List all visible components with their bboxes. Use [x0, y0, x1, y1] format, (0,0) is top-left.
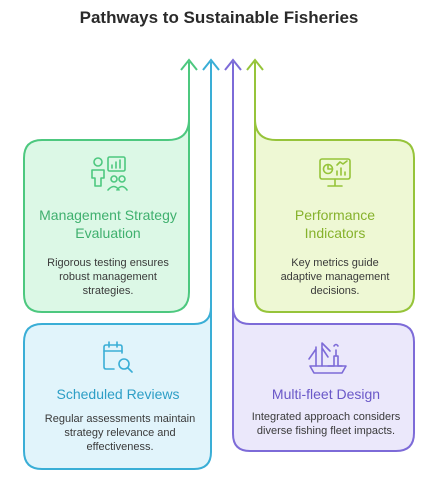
- card-shape-scheduled-reviews: [23, 62, 212, 470]
- calendar-search-icon: [103, 341, 133, 373]
- card-shape-management-strategy-evaluation: [23, 68, 190, 313]
- arrow-performance-indicators: [246, 58, 264, 120]
- arrow-scheduled-reviews: [202, 58, 220, 310]
- fishing-fleet-icon: [308, 342, 347, 374]
- card-title-multi-fleet-design: Multi-fleet Design: [271, 386, 381, 402]
- card-title-management-strategy-evaluation: Management Strategy Evaluation: [39, 207, 177, 241]
- arrow-multi-fleet-design: [224, 58, 242, 310]
- arrow-management-strategy-evaluation: [180, 58, 198, 120]
- card-shape-performance-indicators: [254, 68, 415, 313]
- card-title-performance-indicators: Performance Indicators: [294, 207, 376, 241]
- diagram-title: Pathways to Sustainable Fisheries: [79, 8, 359, 27]
- card-shape-multi-fleet-design: [232, 62, 415, 452]
- card-description-scheduled-reviews: Regular assessments maintain strategy re…: [44, 413, 196, 453]
- card-description-performance-indicators: Key metrics guide adaptive management de…: [280, 257, 390, 297]
- card-description-multi-fleet-design: Integrated approach considers diverse fi…: [251, 411, 401, 437]
- card-description-management-strategy-evaluation: Rigorous testing ensures robust manageme…: [47, 257, 169, 297]
- dashboard-monitor-icon: [319, 158, 351, 187]
- presenter-chart-icon: [91, 156, 128, 191]
- card-title-scheduled-reviews: Scheduled Reviews: [56, 386, 180, 402]
